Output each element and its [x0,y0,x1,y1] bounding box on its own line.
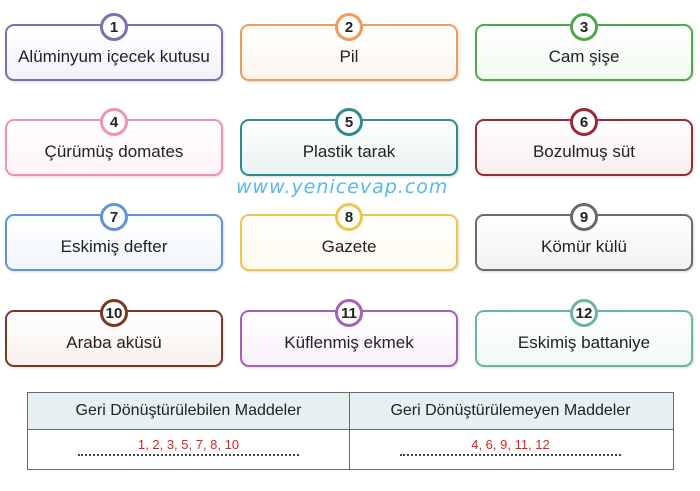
item-card-11: 11 Küflenmiş ekmek [240,299,458,367]
header-non-recyclable: Geri Dönüştürülemeyen Maddeler [390,402,631,419]
item-label: Araba aküsü [66,332,162,352]
header-recyclable: Geri Dönüştürülebilen Maddeler [75,402,302,419]
item-label: Küflenmiş ekmek [284,332,414,352]
item-label: Pil [339,46,359,66]
item-card-3: 3 Cam şişe [475,13,693,81]
item-label: Çürümüş domates [44,141,184,161]
dotted-line [400,454,621,456]
dotted-line [78,454,299,456]
item-card-12: 12 Eskimiş battaniye [475,299,693,367]
item-number-badge: 11 [335,299,363,327]
item-card-10: 10 Araba aküsü [5,299,223,367]
item-card-7: 7 Eskimiş defter [5,203,223,271]
item-number-badge: 4 [100,108,128,136]
item-card-4: 4 Çürümüş domates [5,108,223,176]
item-number-badge: 10 [100,299,128,327]
item-label: Alüminyum içecek kutusu [18,46,210,66]
answer-cell-non-recyclable: 4, 6, 9, 11, 12 [350,429,671,470]
item-number-badge: 6 [570,108,598,136]
answer-cell-recyclable: 1, 2, 3, 5, 7, 8, 10 [28,429,349,470]
item-label: Eskimiş battaniye [517,332,651,352]
item-label: Eskimiş defter [60,236,168,256]
answer-recyclable: 1, 2, 3, 5, 7, 8, 10 [137,437,240,452]
item-number-badge: 12 [570,299,598,327]
item-card-5: 5 Plastik tarak [240,108,458,176]
watermark-text: www.yenicevap.com [236,176,449,198]
item-number-badge: 9 [570,203,598,231]
item-number-badge: 1 [100,13,128,41]
item-card-6: 6 Bozulmuş süt [475,108,693,176]
item-label: Gazete [321,236,377,256]
item-label: Kömür külü [541,236,627,256]
answer-table: Geri Dönüştürülebilen Maddeler Geri Dönü… [27,392,674,470]
item-card-2: 2 Pil [240,13,458,81]
item-number-badge: 2 [335,13,363,41]
item-label: Cam şişe [548,46,620,66]
item-number-badge: 3 [570,13,598,41]
item-label: Plastik tarak [302,141,396,161]
item-card-1: 1 Alüminyum içecek kutusu [5,13,223,81]
item-label: Bozulmuş süt [532,141,636,161]
item-number-badge: 8 [335,203,363,231]
column-divider [349,393,350,469]
item-card-8: 8 Gazete [240,203,458,271]
item-number-badge: 5 [335,108,363,136]
item-card-9: 9 Kömür külü [475,203,693,271]
answer-non-recyclable: 4, 6, 9, 11, 12 [471,437,550,452]
table-header-row [28,393,673,430]
item-number-badge: 7 [100,203,128,231]
